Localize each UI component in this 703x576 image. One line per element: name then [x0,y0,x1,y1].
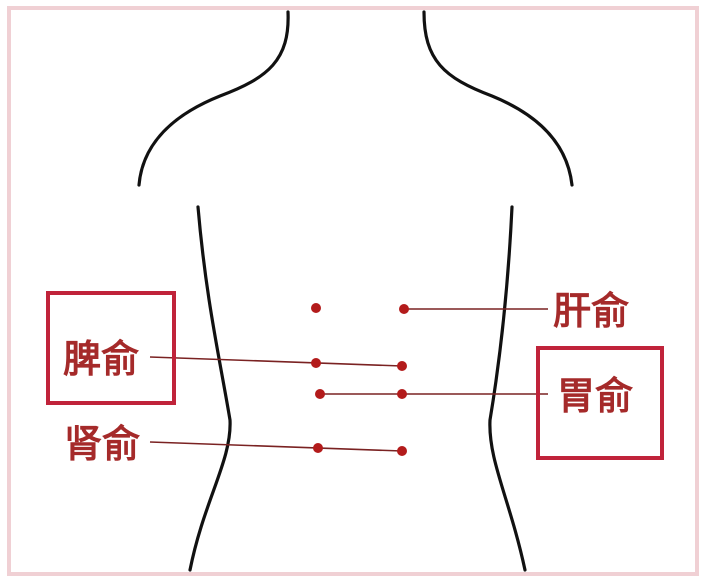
torso-left-outline [188,205,232,572]
leader-line-pi-shu [149,356,403,367]
neck-shoulder-right-outline [422,10,574,187]
highlight-box-wei-shu [536,346,664,460]
acupoint-dot [315,389,325,399]
label-pi-shu: 脾俞 [63,337,140,381]
acupoint-dot [397,389,407,399]
highlight-box-pi-shu [46,291,176,405]
acupoint-dot [313,443,323,453]
label-shen-shu: 肾俞 [64,422,141,466]
label-gan-shu: 肝俞 [553,289,630,333]
acupoint-dot [399,304,409,314]
acupoint-dot [397,361,407,371]
leader-line-shen-shu [149,441,403,452]
torso-right-outline [488,205,527,572]
acupoint-dot [311,303,321,313]
acupoint-dot [311,358,321,368]
label-wei-shu: 胃俞 [557,374,634,418]
acupoint-dot [397,446,407,456]
image-frame [7,6,699,576]
neck-shoulder-left-outline [137,10,290,187]
